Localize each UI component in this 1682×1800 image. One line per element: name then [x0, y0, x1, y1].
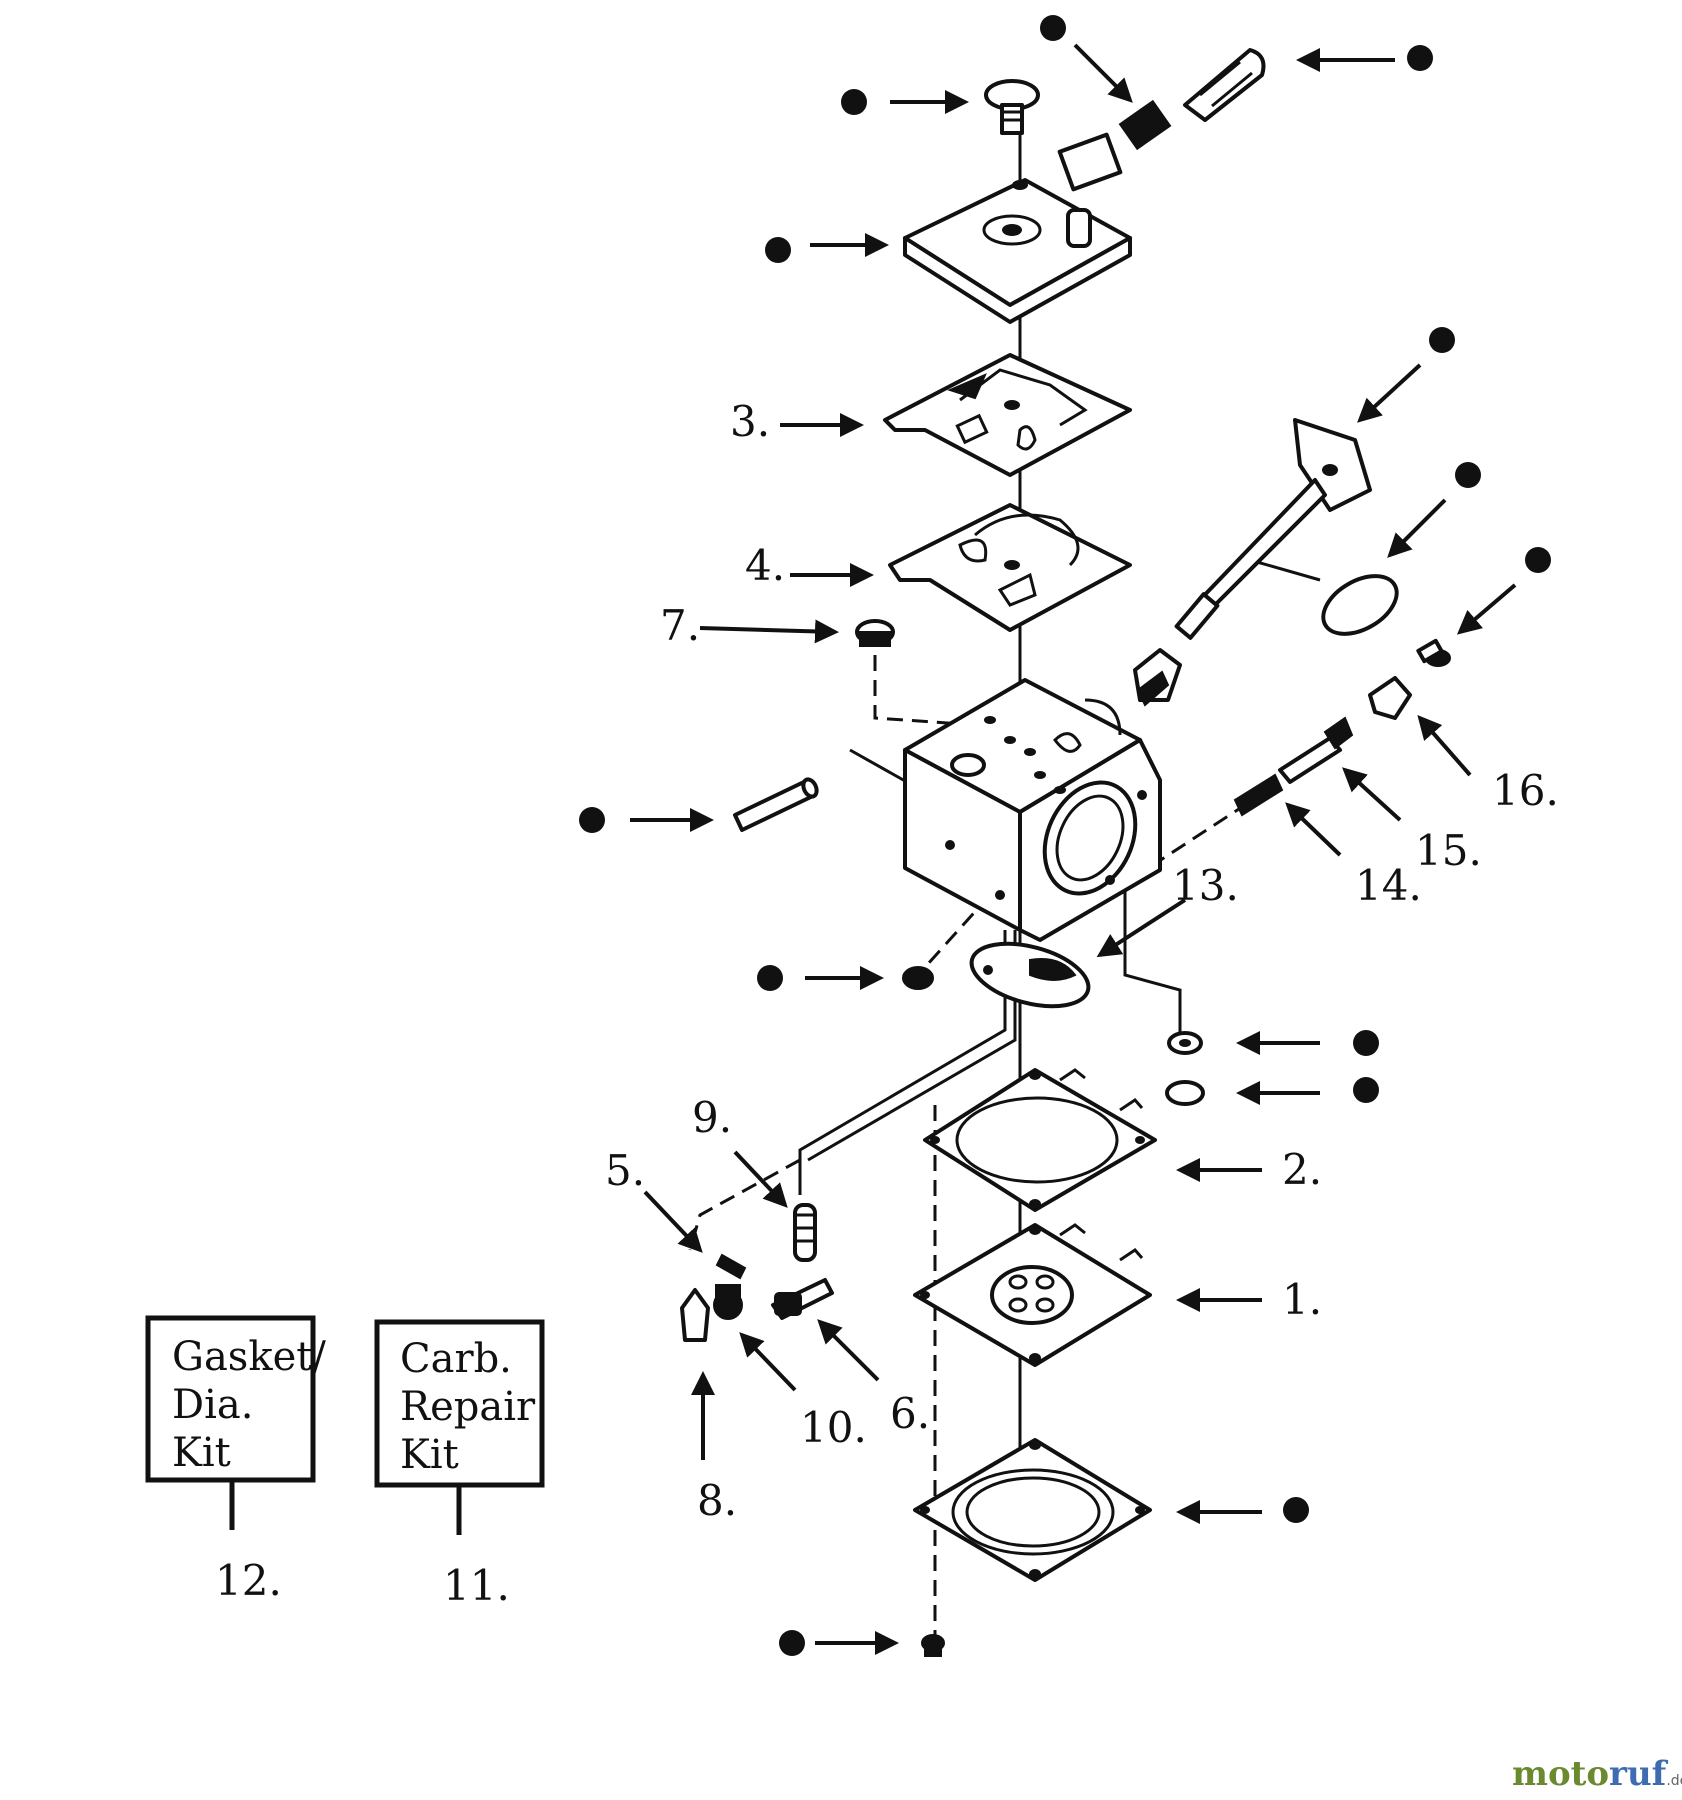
- carburetor-body: [903, 678, 1162, 942]
- gasket-kit-line-1: Gasket/: [172, 1334, 326, 1380]
- svg-text:motoruf.de: motoruf.de: [1512, 1754, 1682, 1794]
- label-part-9: 9.: [692, 1093, 732, 1142]
- throttle-plate-screw: [1416, 638, 1451, 667]
- needle-valve-8: [680, 1288, 710, 1342]
- shaft-pin: [733, 777, 819, 832]
- label-part-16: 16.: [1492, 766, 1559, 815]
- gasket-kit-line-3: Kit: [172, 1430, 231, 1476]
- throttle-shaft: [1133, 418, 1372, 707]
- repair-kit-box: Carb. Repair Kit: [374, 1319, 545, 1535]
- callout-arrows: [630, 43, 1517, 1655]
- gasket-kit-box: Gasket/ Dia. Kit: [145, 1315, 326, 1530]
- gasket-kit-line-2: Dia.: [172, 1382, 253, 1428]
- repair-kit-line-2: Repair: [400, 1384, 536, 1430]
- metering-cover: [913, 1438, 1152, 1582]
- watermark-part-a: moto: [1512, 1754, 1609, 1794]
- label-part-14: 14.: [1355, 861, 1422, 910]
- throttle-plate: [1321, 574, 1399, 636]
- fitting-screw-top: [984, 79, 1040, 135]
- pump-cover: [903, 132, 1132, 324]
- o-ring: [1165, 1080, 1205, 1106]
- label-part-4: 4.: [745, 541, 785, 590]
- label-part-6: 6.: [890, 1389, 930, 1438]
- metering-gasket-2: [923, 1068, 1157, 1212]
- label-part-1: 1.: [1282, 1275, 1322, 1324]
- label-part-10: 10.: [800, 1403, 867, 1452]
- pump-diaphragm: [888, 503, 1132, 632]
- idle-spring-14: [1233, 773, 1284, 817]
- label-part-8: 8.: [697, 1476, 737, 1525]
- label-part-5: 5.: [605, 1146, 645, 1195]
- inlet-screen-13: [969, 941, 1091, 1009]
- label-part-15: 15.: [1415, 826, 1482, 875]
- part-number-labels: 1. 2. 3. 4. 5. 6. 7. 8. 9. 10. 11. 12. 1…: [215, 397, 1559, 1610]
- fitting-16: [1368, 676, 1412, 720]
- label-part-2: 2.: [1282, 1145, 1322, 1194]
- cover-screw: [921, 1634, 945, 1657]
- label-part-11: 11.: [443, 1561, 510, 1610]
- label-part-12: 12.: [215, 1556, 282, 1605]
- watermark-logo: motoruf.de: [1512, 1754, 1682, 1794]
- callout-dots: [579, 15, 1551, 1656]
- spring-9: [793, 1203, 817, 1262]
- pin-5: [715, 1253, 747, 1280]
- cap-part-7: [855, 619, 895, 647]
- metering-diaphragm-1: [913, 1223, 1152, 1367]
- watermark-suffix: .de: [1666, 1773, 1682, 1789]
- label-part-13: 13.: [1172, 861, 1239, 910]
- repair-kit-line-3: Kit: [400, 1432, 459, 1478]
- adjust-screw-top: [1118, 48, 1266, 151]
- label-part-7: 7.: [660, 601, 700, 650]
- pump-gasket: [883, 353, 1132, 477]
- lever-10: [713, 1284, 743, 1320]
- label-part-3: 3.: [730, 397, 770, 446]
- repair-kit-line-1: Carb.: [400, 1336, 512, 1382]
- watermark-part-b: ruf: [1609, 1754, 1669, 1794]
- welch-plug: [902, 966, 934, 990]
- washer: [1167, 1031, 1203, 1055]
- needle-15: [1278, 716, 1354, 784]
- lever-pin-6: [771, 1278, 834, 1320]
